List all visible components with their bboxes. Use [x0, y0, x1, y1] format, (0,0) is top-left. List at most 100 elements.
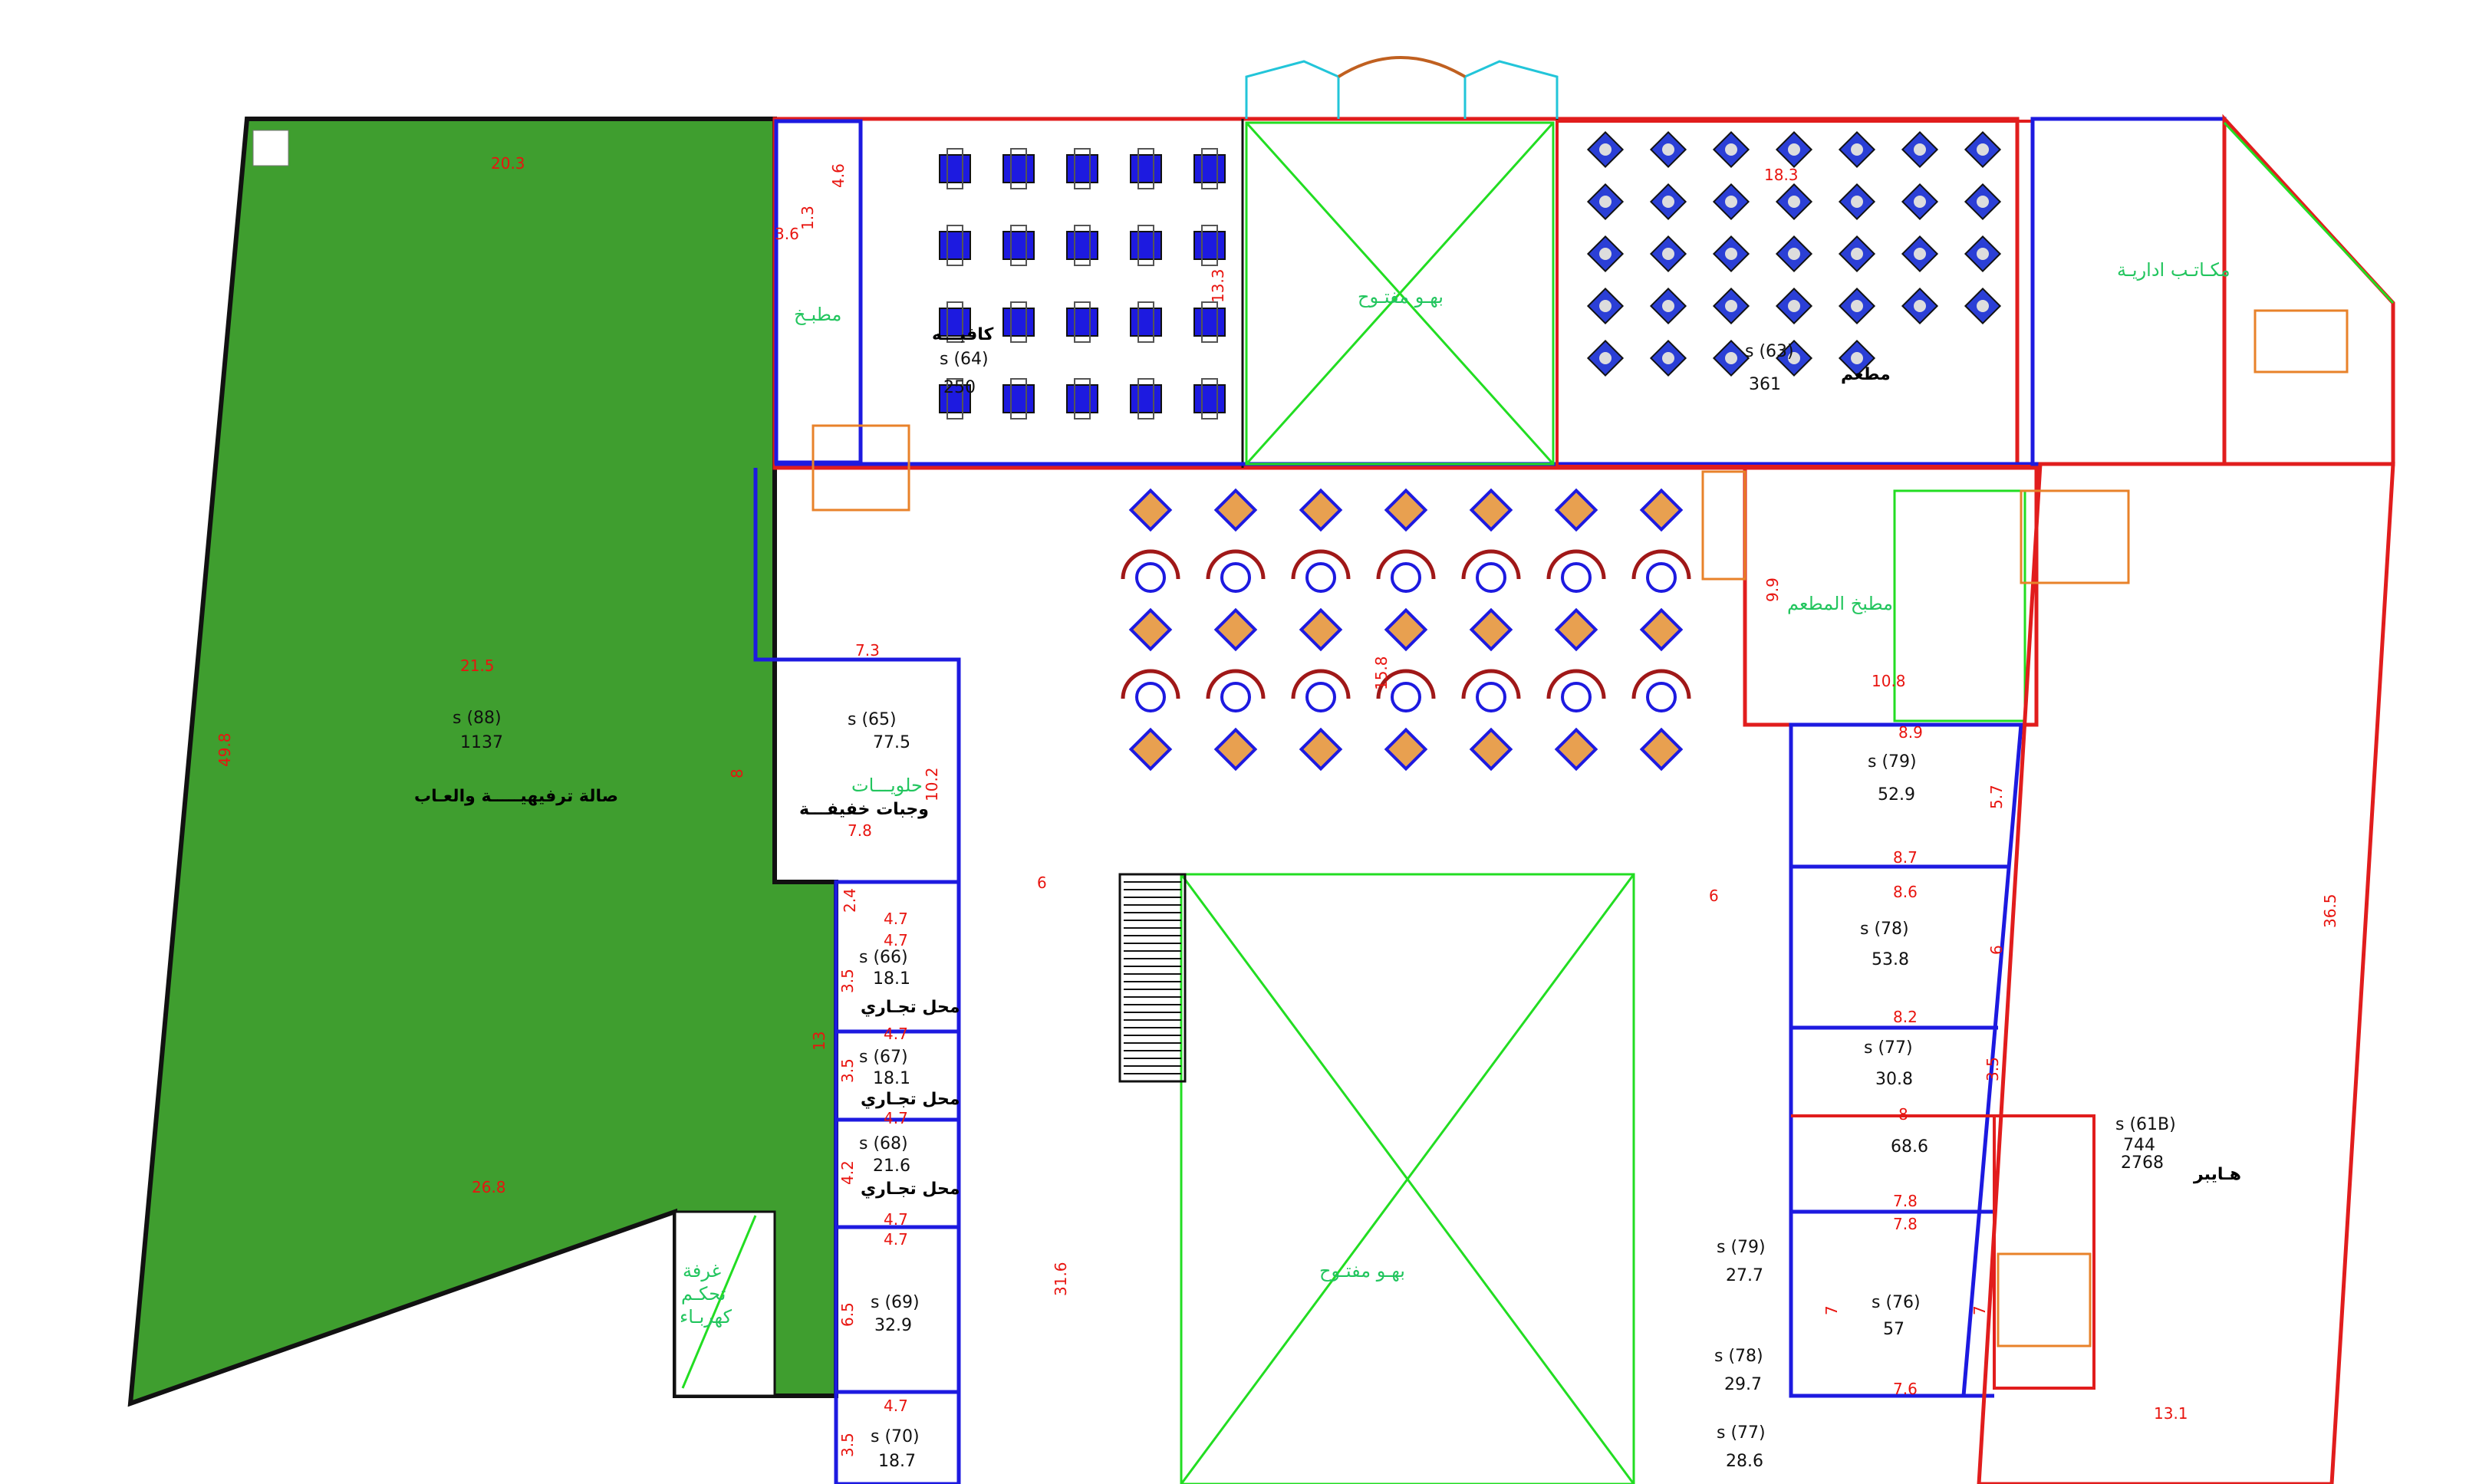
- room-name-67: محل تجـاري: [861, 1090, 960, 1109]
- dim-label: 8: [1898, 1105, 1908, 1124]
- cafe-table: [1066, 378, 1098, 420]
- restaurant-table: [1712, 183, 1750, 221]
- dim-label: 7.8: [1893, 1215, 1918, 1233]
- room-name2-65: وجبات خفيفـــة: [799, 800, 929, 819]
- food-court-seat: [1384, 607, 1428, 652]
- dim-label: 5.7: [1987, 785, 2006, 809]
- room-id-88: s (88): [453, 709, 502, 728]
- electrical-label-3: كهربـاء: [680, 1306, 733, 1328]
- stairs-hyper: [1997, 309, 2349, 1347]
- room-area-63: 361: [1749, 375, 1781, 394]
- stairs-cafe: [812, 424, 910, 512]
- food-court-seat: [1376, 669, 1436, 712]
- restaurant-table: [1649, 183, 1687, 221]
- dim-label: 13.3: [1209, 268, 1227, 303]
- food-court-seating: [1121, 488, 1691, 772]
- restaurant-table: [1586, 130, 1625, 169]
- restaurant-table: [1838, 183, 1876, 221]
- restaurant-table: [1712, 235, 1750, 273]
- food-court-seat: [1213, 727, 1258, 772]
- food-court-seat: [1299, 488, 1343, 532]
- dim-label: 8.7: [1893, 848, 1918, 867]
- offices-label: مكـاتـب اداريـة: [2117, 259, 2230, 281]
- cafe-table: [1002, 225, 1035, 266]
- dim-label: 18.3: [1764, 166, 1799, 184]
- open-void-bottom: [1180, 873, 1635, 1484]
- room-area-69: 32.9: [874, 1316, 912, 1335]
- room-id-78b: s (78): [1714, 1347, 1763, 1366]
- food-court-seat: [1299, 607, 1343, 652]
- cafe-table: [939, 225, 971, 266]
- void-bottom-label: بهـو مفتـوح: [1319, 1260, 1405, 1282]
- dim-label: 6: [1987, 945, 2006, 955]
- restaurant-table: [1838, 130, 1876, 169]
- restaurant-table: [1964, 183, 2002, 221]
- room-area-68: 21.6: [873, 1157, 910, 1176]
- room-area-70: 18.7: [878, 1452, 916, 1471]
- cafe-table: [1130, 378, 1162, 420]
- dim-label: 15.8: [1372, 656, 1391, 690]
- cafe-table: [1002, 301, 1035, 343]
- cafe-table: [1193, 225, 1226, 266]
- dim-label: 10.2: [923, 767, 941, 801]
- dim-label: 20.3: [491, 154, 525, 173]
- restaurant-table: [1901, 183, 1939, 221]
- restaurant-table: [1586, 339, 1625, 377]
- room-id-67: s (67): [859, 1048, 908, 1067]
- food-court-seat: [1554, 607, 1598, 652]
- restaurant-table: [1649, 130, 1687, 169]
- cafe-table: [1193, 378, 1226, 420]
- food-court-seat: [1461, 669, 1521, 712]
- restaurant-table: [1586, 183, 1625, 221]
- room-area-686: 68.6: [1891, 1137, 1928, 1157]
- cafe-table: [939, 378, 971, 420]
- dim-label: 7: [1822, 1305, 1841, 1315]
- room-id-77b: s (77): [1717, 1423, 1766, 1443]
- restaurant-table: [1775, 287, 1813, 325]
- dim-label: 6.5: [838, 1302, 857, 1327]
- cafe-table: [1193, 301, 1226, 343]
- cafe-table: [1130, 148, 1162, 189]
- cafe-tables: [939, 148, 1226, 420]
- dim-label: 7.8: [848, 821, 872, 840]
- food-court-seat: [1128, 488, 1173, 532]
- restaurant-table: [1838, 287, 1876, 325]
- cafe-table: [939, 148, 971, 189]
- hall-corner-box: [252, 130, 289, 166]
- food-court-seat: [1546, 549, 1606, 593]
- restaurant-table: [1775, 235, 1813, 273]
- dim-label: 31.6: [1052, 1262, 1070, 1296]
- dim-label: 3.5: [1984, 1057, 2002, 1081]
- dim-label: 3.5: [838, 1433, 857, 1457]
- room-id-79a: s (79): [1868, 752, 1917, 772]
- dim-label: 4.7: [884, 1025, 908, 1043]
- room-id-65: s (65): [848, 710, 897, 729]
- restaurant-table: [1775, 183, 1813, 221]
- cafe-table: [1130, 225, 1162, 266]
- cafe-table: [939, 301, 971, 343]
- food-court-seat: [1554, 727, 1598, 772]
- dim-label: 6: [1709, 887, 1719, 905]
- dim-label: 7: [1970, 1305, 1989, 1315]
- room-id-64: s (64): [940, 350, 989, 369]
- restaurant-table: [1838, 235, 1876, 273]
- hypermarket: [1977, 462, 2395, 1484]
- room-id-66: s (66): [859, 948, 908, 967]
- dim-label: 4.6: [829, 163, 848, 188]
- room-area-66: 18.1: [873, 969, 910, 989]
- room-name-65: حلويـــات: [851, 775, 923, 796]
- dim-label: 9.9: [1763, 577, 1782, 602]
- office-block: [2030, 117, 2227, 466]
- food-court-seat: [1384, 488, 1428, 532]
- electrical-label-1: غرفة: [683, 1260, 721, 1282]
- restaurant-table: [1964, 287, 2002, 325]
- room-id-76: s (76): [1872, 1293, 1921, 1312]
- room-area-79b: 27.7: [1726, 1266, 1763, 1285]
- cafe-table: [1066, 148, 1098, 189]
- room-name-66: محل تجـاري: [861, 998, 960, 1017]
- room-area-64: 250: [943, 378, 976, 397]
- dim-label: 7.3: [855, 641, 880, 660]
- dim-label: 4.7: [884, 1397, 908, 1415]
- room-id-63: s (63): [1745, 342, 1794, 361]
- room-area-61b: 744: [2123, 1136, 2155, 1155]
